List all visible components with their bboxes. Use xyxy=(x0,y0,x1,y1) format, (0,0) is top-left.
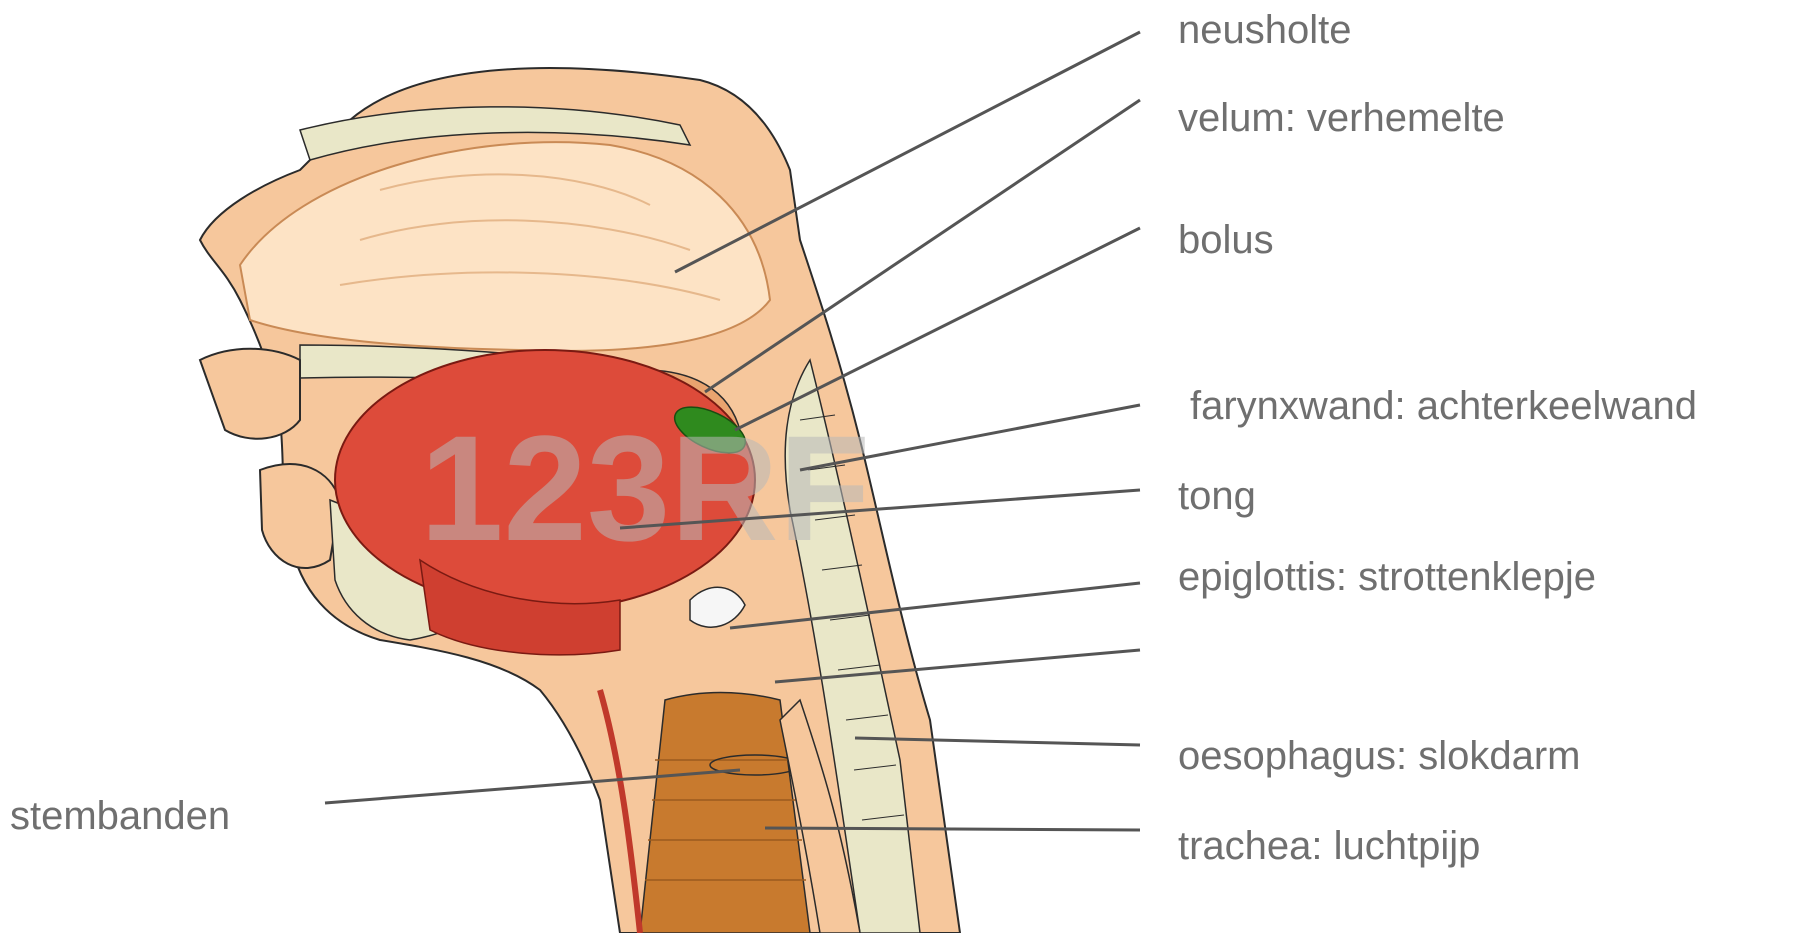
label-trachea: trachea: luchtpijp xyxy=(1178,826,1480,866)
label-velum: velum: verhemelte xyxy=(1178,98,1505,138)
label-tong: tong xyxy=(1178,476,1256,516)
upper-lip xyxy=(200,349,300,439)
label-stembanden: stembanden xyxy=(10,796,230,836)
label-oesophagus: oesophagus: slokdarm xyxy=(1178,736,1580,776)
label-farynxwand: farynxwand: achterkeelwand xyxy=(1190,386,1697,426)
leader-trachea xyxy=(765,828,1140,830)
lower-lip xyxy=(260,464,340,568)
label-neusholte: neusholte xyxy=(1178,10,1351,50)
watermark: 123RF xyxy=(420,404,870,572)
label-epiglottis: epiglottis: strottenklepje xyxy=(1178,557,1596,597)
label-bolus: bolus xyxy=(1178,220,1274,260)
